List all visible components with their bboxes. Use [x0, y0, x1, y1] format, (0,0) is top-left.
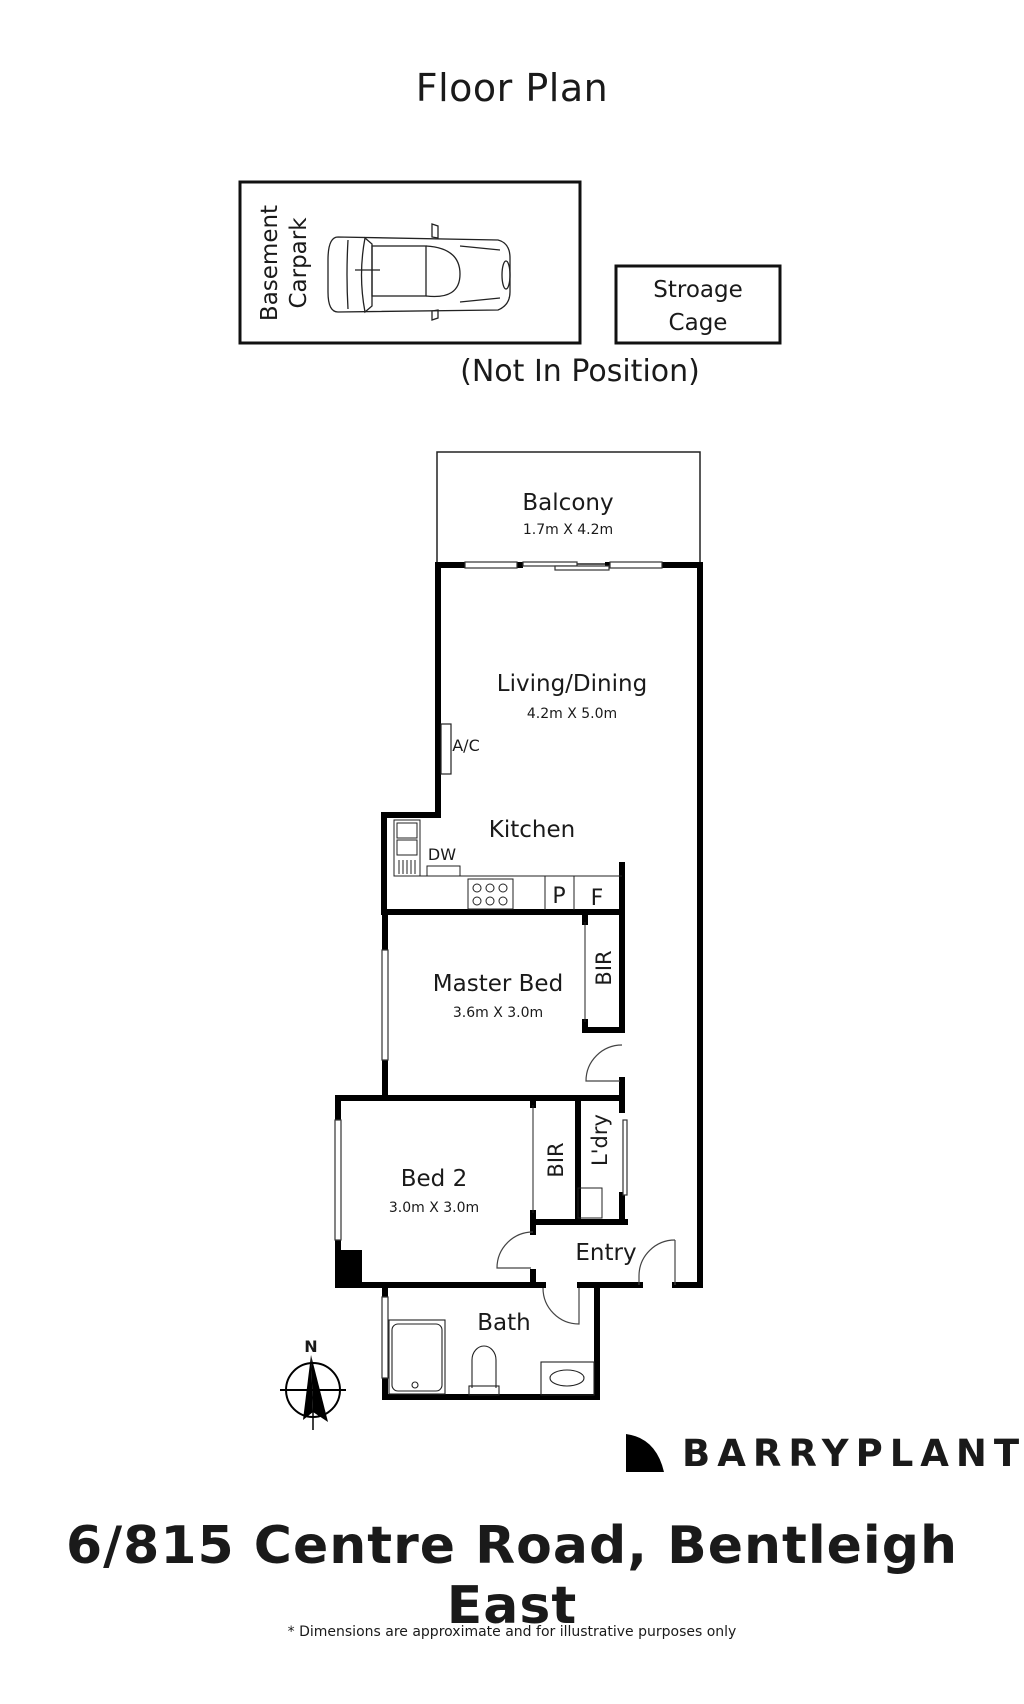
- balcony: Balcony 1.7m X 4.2m: [436, 451, 701, 565]
- master-bed-label: Master Bed: [433, 971, 563, 997]
- laundry-label: L'dry: [588, 1114, 612, 1166]
- master-bir-label: BIR: [592, 950, 616, 985]
- storage-label-1: Stroage: [653, 277, 742, 303]
- carpark-label-1: Basement: [257, 205, 283, 321]
- fridge-label: F: [591, 886, 604, 911]
- bed2-dims: 3.0m X 3.0m: [389, 1200, 479, 1216]
- storage-label-2: Cage: [669, 310, 728, 336]
- brand-logo: BARRYPLANT: [626, 1432, 1024, 1474]
- north-compass-icon: N: [280, 1337, 346, 1430]
- property-address: 6/815 Centre Road, Bentleigh East: [65, 1516, 959, 1636]
- car-icon: [327, 223, 511, 321]
- laundry-trough-icon: [577, 1187, 603, 1219]
- bed2-bir-label: BIR: [544, 1142, 568, 1177]
- balcony-dims: 1.7m X 4.2m: [523, 522, 613, 538]
- ac-label: A/C: [452, 736, 480, 755]
- entry-label: Entry: [575, 1240, 636, 1266]
- bed2-label: Bed 2: [401, 1166, 467, 1192]
- windows: [334, 561, 663, 1379]
- compass-north-label: N: [304, 1337, 317, 1356]
- disclaimer: * Dimensions are approximate and for ill…: [287, 1624, 737, 1640]
- living-label: Living/Dining: [497, 671, 647, 697]
- not-in-position-note: (Not In Position): [460, 354, 700, 389]
- ac-unit: [440, 723, 452, 775]
- walls: [335, 562, 703, 1400]
- kitchen-fixtures: [393, 819, 622, 910]
- dishwasher-label: DW: [428, 845, 456, 864]
- structural-column: [338, 1250, 362, 1285]
- storage-cage: Stroage Cage: [614, 264, 782, 345]
- balcony-label: Balcony: [522, 490, 613, 516]
- pantry-label: P: [552, 884, 565, 909]
- bath-label: Bath: [477, 1310, 530, 1336]
- kitchen-label: Kitchen: [489, 817, 575, 843]
- living-dims: 4.2m X 5.0m: [527, 706, 617, 722]
- brand-name: BARRYPLANT: [682, 1431, 1024, 1475]
- master-bed-dims: 3.6m X 3.0m: [453, 1005, 543, 1021]
- brand-mark-icon: [626, 1434, 664, 1472]
- carpark-label-2: Carpark: [286, 217, 312, 309]
- bath-fixtures: [388, 1319, 595, 1396]
- basement-carpark: Basement Carpark: [238, 180, 582, 345]
- page-title: Floor Plan: [415, 66, 609, 110]
- doors: [496, 1044, 676, 1325]
